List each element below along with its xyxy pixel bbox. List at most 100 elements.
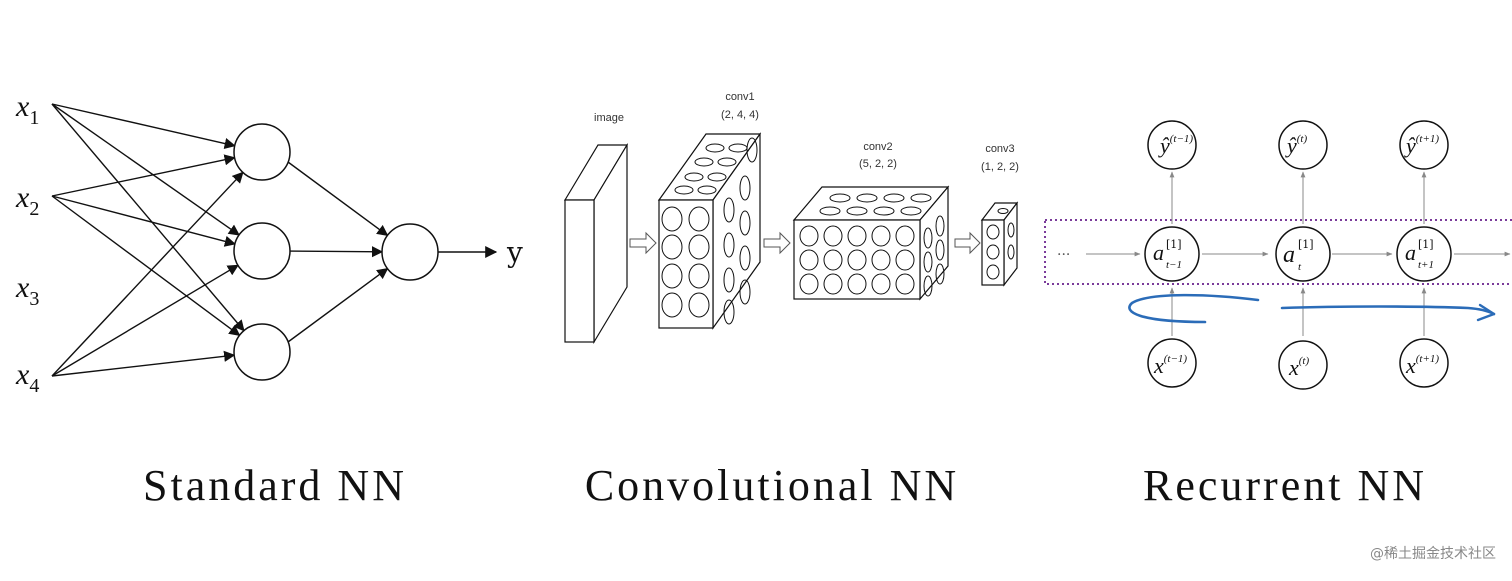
svg-text:ŷ(t+1): ŷ(t+1) — [1404, 133, 1439, 158]
feature-ellipse — [799, 273, 819, 295]
rnn-input-2: x(t) — [1278, 340, 1328, 390]
feature-ellipse — [847, 249, 867, 271]
hidden-neuron-2 — [233, 222, 291, 280]
standard-nn-edges — [51, 103, 389, 377]
rnn-hidden-2: a [1] t — [1275, 226, 1331, 282]
feature-ellipse — [674, 185, 694, 195]
rnn-output-3: ŷ(t+1) — [1399, 120, 1449, 170]
svg-text:t−1: t−1 — [1166, 259, 1182, 271]
conv3-shape: (1, 2, 2) — [981, 161, 1019, 173]
feature-ellipse — [661, 234, 683, 260]
feature-ellipse — [847, 225, 867, 247]
feature-ellipse — [661, 292, 683, 318]
feature-ellipse — [661, 206, 683, 232]
rnn-input-3: x(t+1) — [1399, 338, 1449, 388]
convolutional-nn-caption: Convolutional NN — [585, 461, 959, 510]
feature-ellipse — [746, 137, 758, 163]
feature-ellipse — [935, 215, 945, 237]
edge-input-2-hidden-1 — [51, 154, 236, 197]
svg-text:[1]: [1] — [1298, 238, 1314, 251]
output-neuron — [381, 223, 439, 281]
svg-text:x(t−1): x(t−1) — [1153, 353, 1187, 378]
input-x1: x1 — [15, 90, 39, 129]
hollow-arrow-3 — [954, 231, 981, 255]
feature-ellipse — [688, 206, 710, 232]
input-x2: x2 — [15, 181, 39, 220]
svg-text:a: a — [1405, 240, 1416, 265]
feature-ellipse — [895, 249, 915, 271]
feature-ellipse — [923, 275, 933, 297]
edge-input-2-hidden-3 — [51, 195, 241, 336]
feature-ellipse — [847, 273, 867, 295]
dotted-layer-box — [1044, 219, 1512, 285]
feature-ellipse — [739, 210, 751, 236]
conv2-block — [792, 185, 950, 301]
output-label: y — [506, 236, 523, 269]
feature-ellipse — [895, 273, 915, 295]
edge-input-1-hidden-2 — [51, 103, 240, 236]
standard-nn-caption: Standard NN — [143, 461, 407, 510]
feature-ellipse — [688, 263, 710, 289]
feature-ellipse — [871, 225, 891, 247]
feature-ellipse — [705, 143, 725, 153]
feature-ellipse — [846, 206, 868, 216]
convolutional-nn: image conv1 (2, 4, 4) — [563, 91, 1019, 510]
feature-ellipse — [688, 292, 710, 318]
conv2-label: conv2 — [863, 141, 892, 153]
svg-text:t: t — [1298, 261, 1302, 273]
svg-text:ŷ(t): ŷ(t) — [1285, 133, 1307, 158]
feature-ellipse — [723, 267, 735, 293]
standard-nn-inputs: x1 x2 x3 x4 — [15, 90, 39, 397]
rnn-hidden-3: a [1] t+1 — [1396, 226, 1452, 282]
feature-ellipse — [856, 193, 878, 203]
feature-ellipse — [900, 206, 922, 216]
feature-ellipse — [739, 175, 751, 201]
watermark: @稀土掘金技术社区 — [1370, 546, 1496, 562]
feature-ellipse — [823, 225, 843, 247]
conv3-label: conv3 — [985, 143, 1014, 155]
feature-ellipse — [661, 263, 683, 289]
feature-ellipse — [823, 273, 843, 295]
svg-text:ŷ(t−1): ŷ(t−1) — [1158, 133, 1193, 158]
annotation-forward-arrowhead — [1476, 303, 1496, 322]
edge-input-3-hidden-3 — [51, 350, 236, 377]
feature-ellipse — [739, 279, 751, 305]
feature-ellipse — [799, 249, 819, 271]
edge-input-1-hidden-3 — [51, 103, 245, 332]
rnn-ellipsis: ··· — [1057, 247, 1070, 263]
feature-ellipse — [707, 172, 727, 182]
feature-ellipse — [871, 249, 891, 271]
hidden-neuron-1 — [233, 123, 291, 181]
image-slab — [563, 142, 629, 345]
feature-ellipse — [883, 193, 905, 203]
feature-ellipse — [739, 245, 751, 271]
hollow-arrow-1 — [629, 231, 657, 255]
edge-input-3-hidden-1 — [51, 171, 244, 377]
svg-text:a: a — [1283, 242, 1295, 268]
feature-ellipse — [723, 299, 735, 325]
svg-text:x(t): x(t) — [1288, 355, 1309, 380]
hidden-neuron-3 — [233, 323, 291, 381]
edge-hidden-3-output — [287, 267, 389, 343]
conv1-label: conv1 — [725, 91, 754, 103]
recurrent-nn: ··· ŷ(t−1) ŷ(t) ŷ(t+1) a [1] — [1044, 120, 1512, 510]
feature-ellipse — [910, 193, 932, 203]
feature-ellipse — [829, 193, 851, 203]
feature-ellipse — [723, 197, 735, 223]
feature-ellipse — [697, 185, 717, 195]
feature-ellipse — [823, 249, 843, 271]
feature-ellipse — [694, 157, 714, 167]
edge-input-2-hidden-2 — [51, 195, 236, 247]
conv2-shape: (5, 2, 2) — [859, 158, 897, 170]
feature-ellipse — [923, 227, 933, 249]
feature-ellipse — [684, 172, 704, 182]
conv1-shape: (2, 4, 4) — [721, 109, 759, 121]
feature-ellipse — [935, 239, 945, 261]
edge-input-3-hidden-2 — [51, 264, 239, 377]
feature-ellipse — [799, 225, 819, 247]
standard-nn: x1 x2 x3 x4 y Standard NN — [15, 90, 523, 510]
svg-text:[1]: [1] — [1418, 238, 1434, 251]
image-label: image — [594, 112, 624, 124]
feature-ellipse — [871, 273, 891, 295]
